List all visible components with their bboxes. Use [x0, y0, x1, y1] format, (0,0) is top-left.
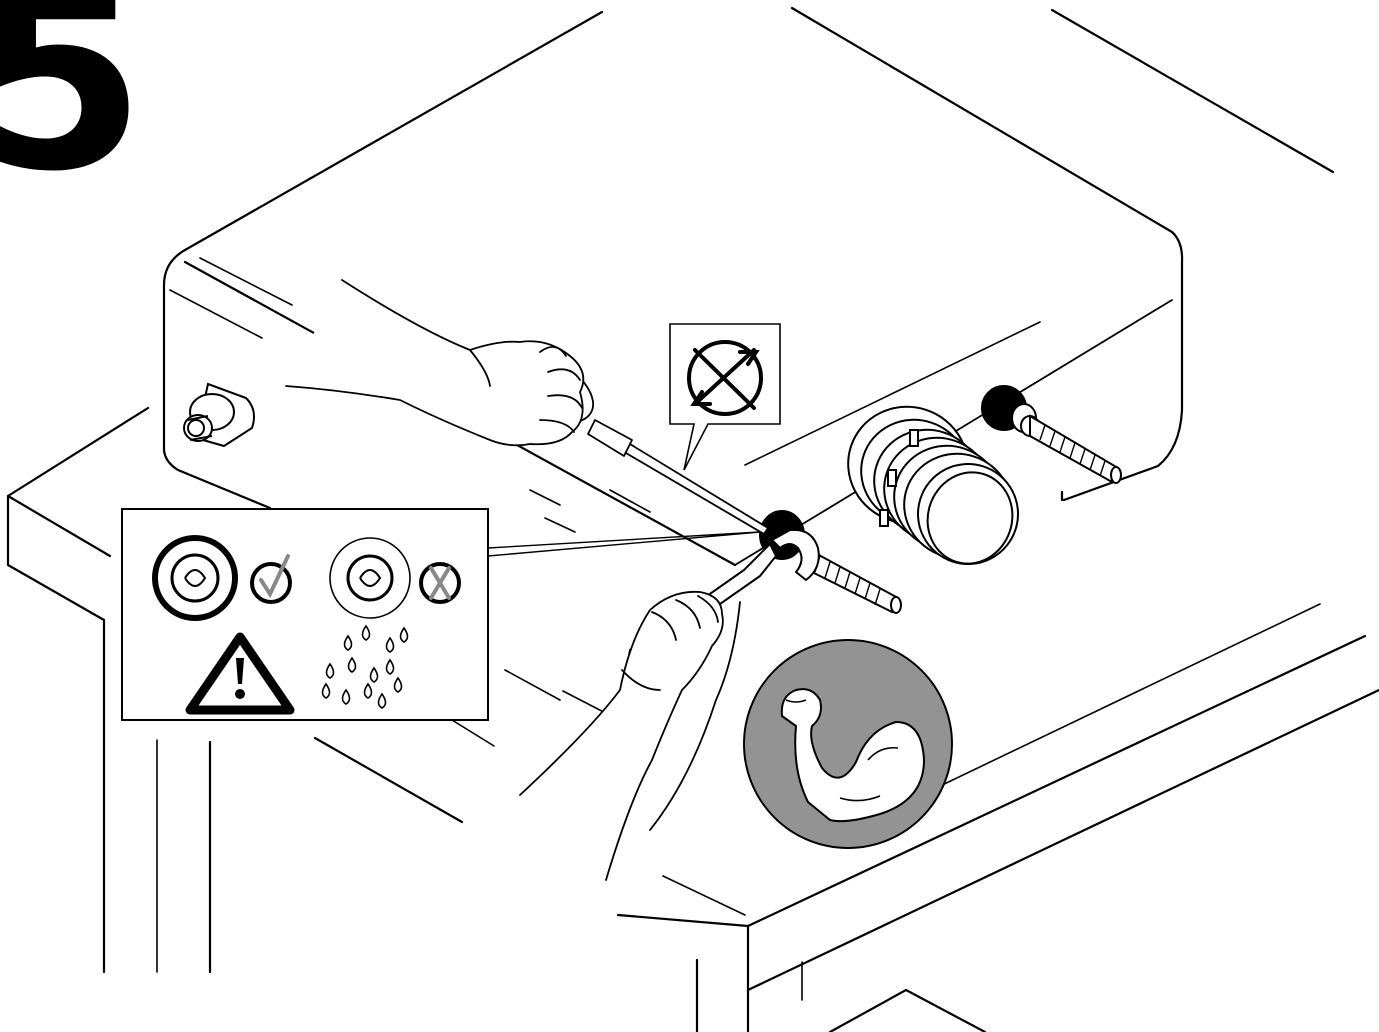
hand-holding-screwdriver [286, 280, 583, 445]
flexed-arm-icon [744, 640, 952, 848]
no-rotation-callout [670, 324, 780, 470]
right-bolt [982, 386, 1121, 483]
hand-holding-wrench [520, 592, 740, 880]
left-threaded-fitting [184, 384, 254, 446]
